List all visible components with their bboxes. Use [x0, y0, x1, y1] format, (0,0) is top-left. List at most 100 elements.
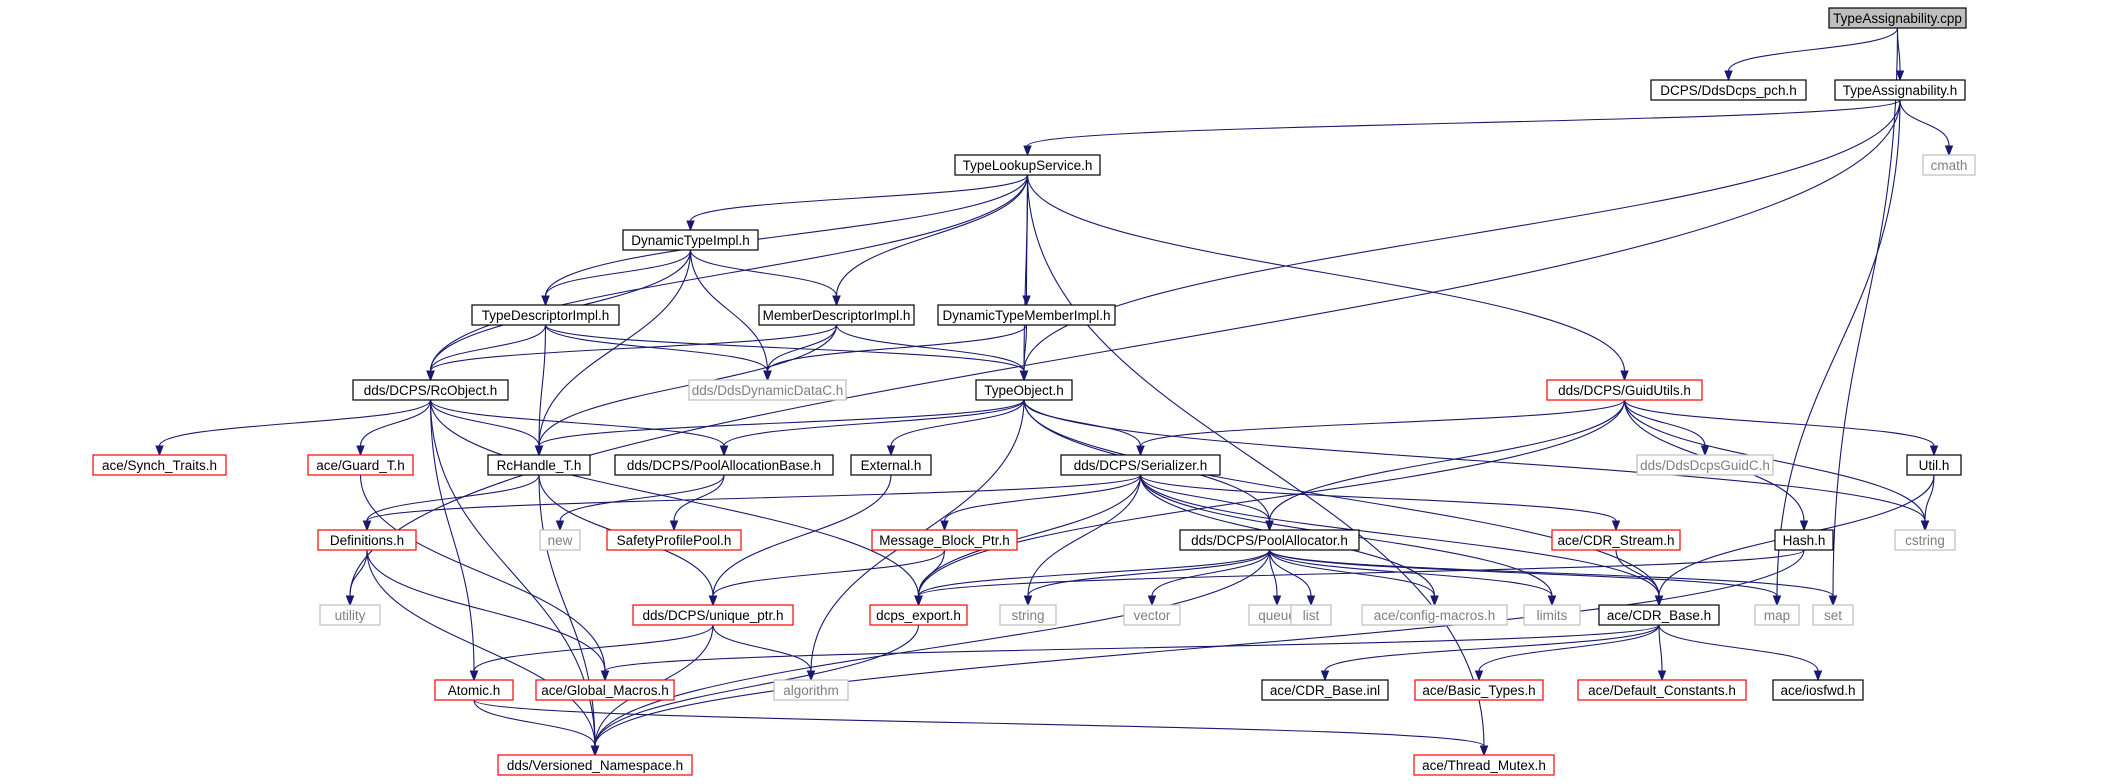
node-cdrbaseinl[interactable]: ace/CDR_Base.inl [1261, 679, 1389, 701]
edge-guidutils-to-poolallocator [1265, 399, 1626, 532]
edge-poolallocbase-to-safetyprofile [669, 474, 725, 532]
edge-arrowhead [886, 445, 896, 457]
node-label: TypeAssignability.cpp [1833, 11, 1962, 26]
node-threadmutex[interactable]: ace/Thread_Mutex.h [1413, 754, 1555, 776]
node-label: Hash.h [1783, 533, 1826, 548]
node-versioned[interactable]: dds/Versioned_Namespace.h [497, 754, 693, 776]
node-typeobject[interactable]: TypeObject.h [975, 379, 1073, 401]
node-defconstants[interactable]: ace/Default_Constants.h [1577, 679, 1747, 701]
node-synchtraits[interactable]: ace/Synch_Traits.h [92, 454, 227, 476]
node-box [614, 454, 834, 476]
edge-arrowhead [590, 745, 600, 757]
node-atomic[interactable]: Atomic.h [434, 679, 514, 701]
node-label: Message_Block_Ptr.h [879, 533, 1010, 548]
node-box [1894, 529, 1956, 551]
edge-line [1727, 27, 1899, 72]
node-label: SafetyProfilePool.h [617, 533, 732, 548]
node-cdrbase[interactable]: ace/CDR_Base.h [1598, 604, 1720, 626]
edge-arrowhead [1657, 670, 1667, 682]
edge-line [1026, 174, 1626, 372]
edge-line [366, 549, 606, 672]
node-box [1361, 604, 1508, 626]
node-box [317, 529, 417, 551]
edge-line [366, 474, 540, 522]
node-cdrstream[interactable]: ace/CDR_Stream.h [1551, 529, 1681, 551]
node-box [307, 454, 414, 476]
node-box [1774, 529, 1834, 551]
node-dyntypeimpl[interactable]: DynamicTypeImpl.h [622, 229, 759, 251]
node-guardt[interactable]: ace/Guard_T.h [307, 454, 414, 476]
node-label: dds/DCPS/Serializer.h [1074, 458, 1208, 473]
node-dyntypememberimpl[interactable]: DynamicTypeMemberImpl.h [937, 304, 1116, 326]
node-guidutils[interactable]: dds/DCPS/GuidUtils.h [1546, 379, 1703, 401]
node-label: vector [1134, 608, 1171, 623]
node-serializer[interactable]: dds/DCPS/Serializer.h [1060, 454, 1221, 476]
node-globalmacros[interactable]: ace/Global_Macros.h [535, 679, 675, 701]
node-label: dcps_export.h [876, 608, 961, 623]
edge-line [1139, 399, 1626, 447]
edge-arrowhead [1306, 595, 1316, 607]
node-box [758, 304, 915, 326]
edge-rcobject-to-dcpsexport [429, 399, 923, 607]
edge-dyntypeimpl-to-memberdescimpl [689, 249, 841, 307]
node-rchandle[interactable]: RcHandle_T.h [487, 454, 591, 476]
edge-arrowhead [1474, 670, 1484, 682]
node-externalh[interactable]: External.h [850, 454, 932, 476]
node-typedescimpl[interactable]: TypeDescriptorImpl.h [471, 304, 620, 326]
node-iosfwd[interactable]: ace/iosfwd.h [1772, 679, 1864, 701]
node-box [1828, 7, 1967, 29]
node-box [352, 379, 509, 401]
edge-arrowhead [469, 670, 479, 682]
edge-line [1776, 99, 1901, 597]
edge-line [689, 249, 838, 297]
node-uniqueptr[interactable]: dds/DCPS/unique_ptr.h [632, 604, 794, 626]
edge-line [429, 399, 540, 447]
node-box [954, 154, 1101, 176]
node-box [535, 679, 675, 701]
edge-arrowhead [541, 295, 550, 307]
node-msgblockptr[interactable]: Message_Block_Ptr.h [871, 529, 1018, 551]
node-root[interactable]: TypeAssignability.cpp [1828, 7, 1967, 29]
edge-typedescimpl-to-ddsdynamicdatac [544, 324, 772, 382]
edge-line [538, 249, 692, 447]
edge-arrowhead [1920, 520, 1930, 532]
node-label: dds/DdsDcpsGuidC.h [1640, 458, 1770, 473]
node-typelookup[interactable]: TypeLookupService.h [954, 154, 1101, 176]
edge-line [1026, 99, 1901, 147]
edge-line [544, 324, 1025, 372]
edge-arrowhead [1320, 670, 1330, 682]
edge-typeobject-to-rchandle [534, 399, 1025, 457]
edge-guidutils-to-serializer [1136, 399, 1626, 457]
node-poolallocbase[interactable]: dds/DCPS/PoolAllocationBase.h [614, 454, 834, 476]
node-utilh[interactable]: Util.h [1906, 454, 1962, 476]
node-definitions[interactable]: Definitions.h [317, 529, 417, 551]
edge-arrowhead [362, 520, 372, 532]
node-dcpsexport[interactable]: dcps_export.h [869, 604, 968, 626]
edge-line [1027, 549, 1271, 597]
node-hashh[interactable]: Hash.h [1774, 529, 1834, 551]
edge-rcobject-to-guardt [356, 399, 432, 457]
node-label: cmath [1931, 158, 1968, 173]
node-box [539, 529, 581, 551]
edge-arrowhead [555, 520, 565, 532]
node-basictypes[interactable]: ace/Basic_Types.h [1414, 679, 1544, 701]
node-rcobject[interactable]: dds/DCPS/RcObject.h [352, 379, 509, 401]
edge-arrowhead [1136, 445, 1145, 457]
edge-line [835, 174, 1029, 297]
edge-line [766, 324, 838, 372]
node-box [1922, 154, 1976, 176]
node-memberdescimpl[interactable]: MemberDescriptorImpl.h [758, 304, 915, 326]
edge-line [359, 399, 432, 447]
edge-rchandle-to-definitions [362, 474, 540, 532]
edge-guidutils-to-utilh [1623, 399, 1939, 457]
node-box [1754, 604, 1800, 626]
edge-typelookup-to-guidutils [1026, 174, 1629, 382]
edge-line [673, 474, 725, 522]
node-typeassign_h[interactable]: TypeAssignability.h [1834, 79, 1966, 101]
node-ddsdcps_pch[interactable]: DCPS/DdsDcps_pch.h [1650, 79, 1807, 101]
node-box [1636, 454, 1774, 476]
edge-serializer-to-msgblockptr [940, 474, 1142, 532]
node-safetyprofile[interactable]: SafetyProfilePool.h [606, 529, 742, 551]
edge-line [1023, 399, 1926, 522]
node-poolallocator[interactable]: dds/DCPS/PoolAllocator.h [1179, 529, 1360, 551]
